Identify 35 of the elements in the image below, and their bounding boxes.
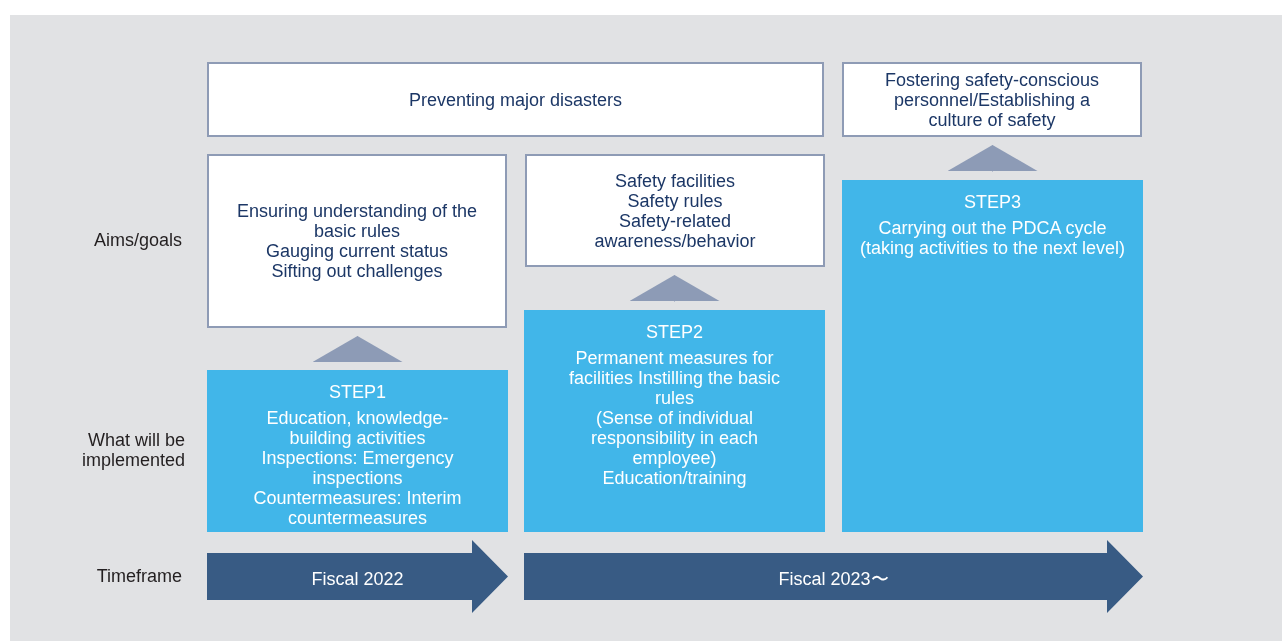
step-arrow (629, 274, 720, 303)
goal-text: Gauging current status (264, 241, 450, 261)
timeline-band (207, 540, 508, 613)
step-title: STEP1 (328, 382, 387, 402)
timeline-label: Fiscal 2023〜 (778, 568, 889, 589)
step-text: Permanent measures for facilities Instilling the basic rules (567, 348, 782, 408)
goal-box (207, 62, 824, 137)
goal-text: Safety-related awareness/behavior (593, 210, 757, 251)
step-text: (Sense of individual responsibility in each employee) (589, 408, 760, 468)
row-label: Aims/goals (92, 230, 182, 250)
goal-box (842, 62, 1142, 137)
timeline-label: Fiscal 2022 (311, 568, 404, 589)
goal-text: Sifting out challenges (270, 261, 444, 281)
step-text: Countermeasures: Interim countermeasures (252, 488, 463, 528)
step-arrow (312, 335, 403, 363)
goal-text: Ensuring understanding of the basic rules (235, 201, 479, 241)
goal-text: Fostering safety-conscious personnel/Establishing a culture of safety (883, 69, 1101, 130)
step-text: Carrying out the PDCA cycle (taking activities to the next level) (858, 218, 1127, 258)
row-label: What will be implemented (80, 430, 185, 470)
step-box (842, 180, 1143, 532)
step-text: Education/training (601, 468, 748, 488)
step-box (207, 370, 508, 532)
step-text: Inspections: Emergency inspections (260, 448, 455, 488)
timeline-band (524, 540, 1143, 613)
goal-text: Safety facilities (613, 170, 737, 191)
row-label: Timeframe (95, 566, 182, 586)
goal-text: Safety rules (627, 190, 724, 211)
goal-box (207, 154, 507, 328)
goal-box (525, 154, 825, 267)
goal-text: Preventing major disasters (407, 89, 624, 110)
step-title: STEP2 (645, 322, 704, 342)
step-box (524, 310, 825, 532)
step-arrow (947, 144, 1038, 173)
step-title: STEP3 (963, 192, 1022, 212)
step-text: Education, knowledge-building activities (265, 408, 450, 448)
